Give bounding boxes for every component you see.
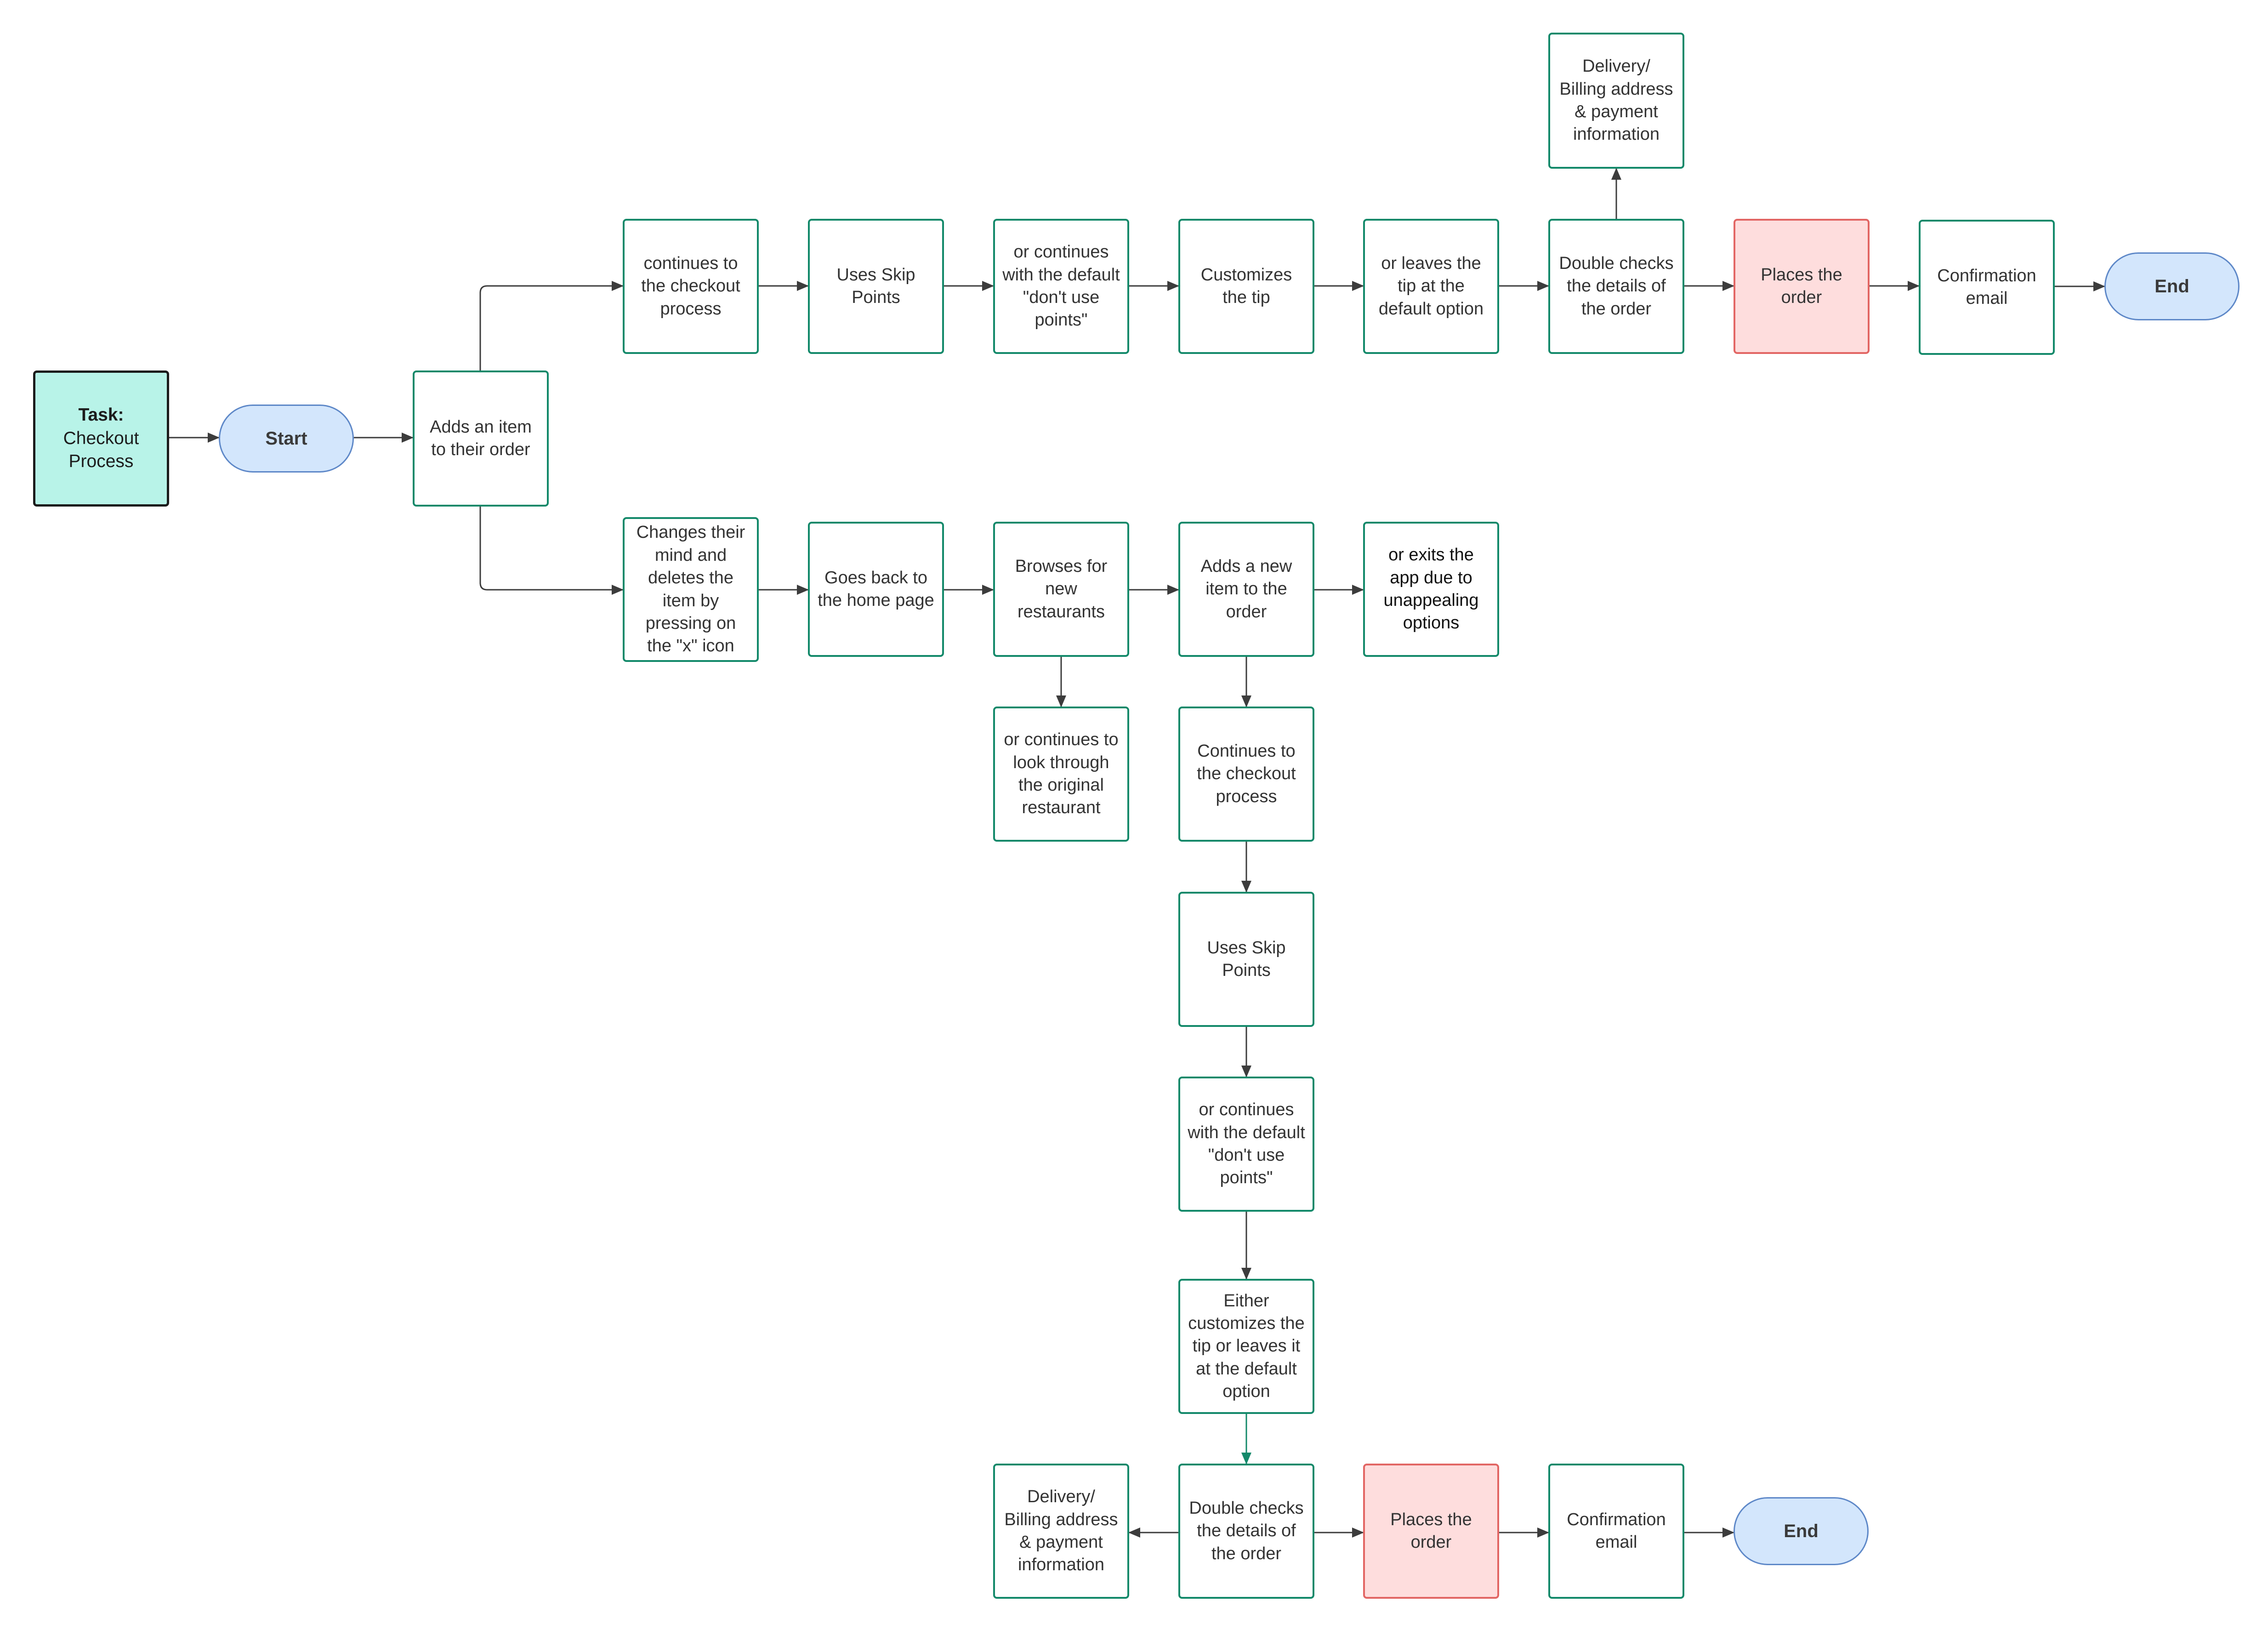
exit-app-step: or exits the app due to unappealing opti…: [1363, 522, 1499, 657]
browse-restaurants-step: Browses for new restaurants: [993, 522, 1129, 657]
top-checkout-step: continues to the checkout process: [623, 219, 759, 354]
home-page-step: Goes back to the home page: [808, 522, 944, 657]
start-terminal: Start: [219, 405, 354, 473]
task-label: Task:: [78, 405, 124, 425]
bottom-skip-points-step: Uses Skip Points: [1178, 892, 1314, 1027]
top-default-tip-step: or leaves the tip at the default option: [1363, 219, 1499, 354]
bottom-end-terminal: End: [1734, 1497, 1869, 1565]
bottom-delivery-info-step: Delivery/ Billing address & payment info…: [993, 1464, 1129, 1599]
task-text: Checkout Process: [63, 428, 139, 472]
bottom-tip-step: Either customizes the tip or leaves it a…: [1178, 1279, 1314, 1414]
bottom-place-order-step: Places the order: [1363, 1464, 1499, 1599]
top-end-terminal: End: [2104, 252, 2240, 320]
top-customize-tip-step: Customizes the tip: [1178, 219, 1314, 354]
bottom-checkout-step: Continues to the checkout process: [1178, 707, 1314, 842]
original-restaurant-step: or continues to look through the origina…: [993, 707, 1129, 842]
task-box: Task: Checkout Process: [33, 370, 169, 507]
add-new-item-step: Adds a new item to the order: [1178, 522, 1314, 657]
bottom-no-points-step: or continues with the default "don't use…: [1178, 1077, 1314, 1212]
arrow-add-item-to-top-checkout: [479, 281, 624, 370]
top-delivery-info-step: Delivery/ Billing address & payment info…: [1548, 33, 1684, 169]
top-confirmation-step: Confirmation email: [1919, 220, 2055, 355]
add-item-step: Adds an item to their order: [413, 370, 549, 507]
top-skip-points-step: Uses Skip Points: [808, 219, 944, 354]
top-double-check-step: Double checks the details of the order: [1548, 219, 1684, 354]
top-no-points-step: or continues with the default "don't use…: [993, 219, 1129, 354]
bottom-double-check-step: Double checks the details of the order: [1178, 1464, 1314, 1599]
arrow-add-item-to-delete-item: [479, 507, 624, 595]
top-place-order-step: Places the order: [1734, 219, 1870, 354]
bottom-confirmation-step: Confirmation email: [1548, 1464, 1684, 1599]
delete-item-step: Changes their mind and deletes the item …: [623, 517, 759, 662]
